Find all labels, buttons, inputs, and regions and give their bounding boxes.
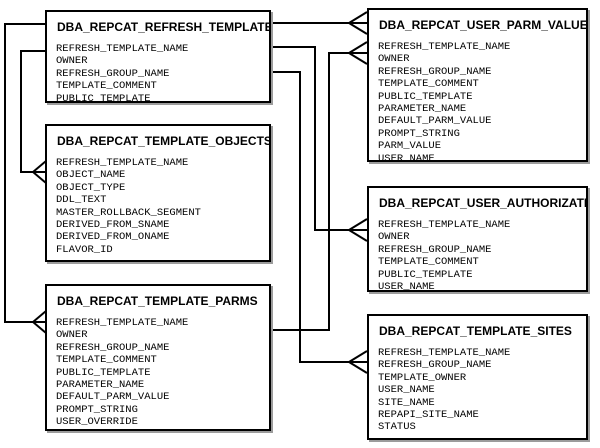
field-row: PUBLIC_TEMPLATE [378, 268, 473, 281]
field-row: PARAMETER_NAME [378, 102, 467, 115]
field-row: SITE_NAME [378, 396, 435, 409]
field-row: STATUS [378, 421, 416, 434]
field-row: PUBLIC_TEMPLATE [378, 90, 473, 103]
field-row: REFRESH_GROUP_NAME [56, 67, 170, 80]
entity-title: DBA_REPCAT_TEMPLATE_SITES [379, 324, 572, 338]
crows-foot-icon [348, 52, 368, 65]
entity-title: DBA_REPCAT_TEMPLATE_PARMS [57, 294, 258, 308]
field-row: DERIVED_FROM_ONAME [56, 231, 170, 244]
field-row: PARM_VALUE [378, 140, 442, 153]
field-row: REFRESH_TEMPLATE_NAME [378, 347, 511, 359]
field-row: TEMPLATE_COMMENT [378, 256, 479, 269]
field-row: DERIVED_FROM_SNAME [56, 218, 170, 231]
field-row: OBJECT_TYPE [56, 181, 126, 194]
crows-foot-icon [348, 41, 368, 54]
field-row: DDL_TEXT [56, 194, 107, 207]
field-row: TEMPLATE_COMMENT [56, 354, 157, 367]
connector-line [4, 23, 46, 323]
field-row: PUBLIC_TEMPLATE [56, 92, 151, 103]
field-row: OWNER [378, 231, 410, 244]
connector-template_parms-to-user_parm_values [270, 41, 368, 331]
field-row: PARAMETER_NAME [56, 378, 145, 391]
entity-dba-repcat-template-objects: DBA_REPCAT_TEMPLATE_OBJECTS REFRESH_TEMP… [45, 124, 271, 262]
field-row: PUBLIC_TEMPLATE [56, 366, 151, 379]
connector-line [270, 46, 349, 231]
field-row: USER_NAME [378, 384, 435, 397]
field-row: REFRESH_TEMPLATE_NAME [378, 41, 511, 53]
crows-foot-icon [348, 350, 368, 363]
field-row: PROMPT_STRING [56, 403, 138, 416]
entity-title: DBA_REPCAT_REFRESH_TEMPLATES [57, 20, 271, 34]
crows-foot-icon [32, 321, 47, 334]
connector-refresh_templates-to-user_authorizations [270, 46, 368, 242]
field-row: REFRESH_GROUP_NAME [56, 341, 170, 354]
field-row: REFRESH_GROUP_NAME [378, 243, 492, 256]
crows-foot-icon [32, 310, 47, 323]
connector-refresh_templates-to-template_objects [20, 50, 47, 184]
field-row: OWNER [378, 53, 410, 66]
crows-foot-icon [348, 361, 368, 374]
connector-line [20, 50, 46, 173]
field-row: DEFAULT_PARM_VALUE [378, 115, 492, 128]
entity-title: DBA_REPCAT_USER_AUTHORIZATIONS [379, 196, 588, 210]
field-row: REFRESH_TEMPLATE_NAME [378, 219, 511, 231]
field-row: REFRESH_GROUP_NAME [378, 359, 492, 372]
entity-dba-repcat-template-sites: DBA_REPCAT_TEMPLATE_SITES REFRESH_TEMPLA… [367, 314, 588, 440]
connector-refresh_templates-to-user_parm_values [270, 11, 368, 35]
field-row: REFRESH_TEMPLATE_NAME [56, 43, 189, 55]
field-row: USER_OVERRIDE [56, 416, 138, 429]
entity-dba-repcat-user-authorizations: DBA_REPCAT_USER_AUTHORIZATIONS REFRESH_T… [367, 186, 588, 292]
entity-dba-repcat-refresh-templates: DBA_REPCAT_REFRESH_TEMPLATES REFRESH_TEM… [45, 10, 271, 103]
field-row: FLAVOR_ID [56, 243, 113, 256]
field-row: OWNER [56, 329, 88, 342]
field-row: TEMPLATE_OWNER [378, 371, 467, 384]
connector-line [270, 71, 349, 363]
field-row: OWNER [56, 55, 88, 68]
crows-foot-icon [348, 22, 368, 35]
crows-foot-icon [32, 171, 47, 184]
field-row: DEFAULT_PARM_VALUE [56, 391, 170, 404]
field-row: PROMPT_STRING [378, 127, 460, 140]
field-row: TEMPLATE_COMMENT [378, 78, 479, 91]
field-row: MASTER_ROLLBACK_SEGMENT [56, 206, 201, 219]
field-row: REFRESH_GROUP_NAME [378, 65, 492, 78]
field-row: REFRESH_TEMPLATE_NAME [56, 157, 189, 169]
entity-title: DBA_REPCAT_USER_PARM_VALUES [379, 18, 588, 32]
field-row: OBJECT_NAME [56, 169, 126, 182]
crows-foot-icon [348, 218, 368, 231]
connector-refresh_templates-to-template_sites [270, 71, 368, 374]
field-row: USER_NAME [378, 152, 435, 162]
connector-refresh_templates-to-template_parms [4, 23, 47, 334]
entity-title: DBA_REPCAT_TEMPLATE_OBJECTS [57, 134, 271, 148]
entity-dba-repcat-user-parm-values: DBA_REPCAT_USER_PARM_VALUES REFRESH_TEMP… [367, 8, 588, 162]
field-row: TEMPLATE_COMMENT [56, 80, 157, 93]
crows-foot-icon [32, 160, 47, 173]
crows-foot-icon [348, 11, 368, 24]
crows-foot-icon [348, 229, 368, 242]
entity-dba-repcat-template-parms: DBA_REPCAT_TEMPLATE_PARMS REFRESH_TEMPLA… [45, 284, 271, 431]
connector-line [270, 52, 349, 331]
field-row: REFRESH_TEMPLATE_NAME [56, 317, 189, 329]
field-row: USER_NAME [378, 280, 435, 292]
field-row: REPAPI_SITE_NAME [378, 408, 479, 421]
